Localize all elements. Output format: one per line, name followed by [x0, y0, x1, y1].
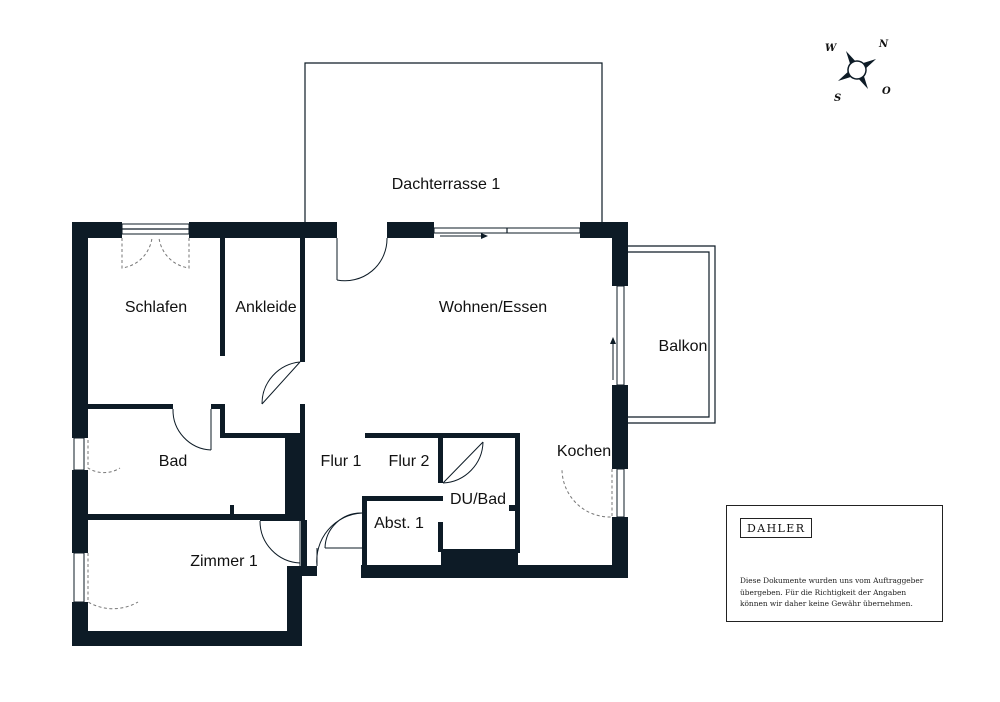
- label-dubad: DU/Bad: [450, 491, 506, 508]
- label-wohnen: Wohnen/Essen: [439, 299, 547, 316]
- compass-rose-icon: [837, 50, 877, 90]
- label-flur1: Flur 1: [321, 453, 362, 470]
- disclaimer-text: Diese Dokumente wurden uns vom Auftragge…: [740, 575, 940, 610]
- compass-w: W: [825, 43, 838, 54]
- label-abst: Abst. 1: [374, 515, 424, 532]
- terrace-outline: [304, 62, 603, 223]
- label-bad: Bad: [159, 453, 187, 470]
- windows: [73, 223, 625, 603]
- label-dachterrasse: Dachterrasse 1: [392, 176, 501, 193]
- label-kochen: Kochen: [557, 443, 611, 460]
- disclaimer-box: DAHLER Diese Dokumente wurden uns vom Au…: [726, 505, 943, 622]
- exterior-walls: [72, 222, 628, 646]
- label-zimmer: Zimmer 1: [190, 553, 258, 570]
- brand-logo: DAHLER: [740, 518, 813, 538]
- compass-n: N: [878, 39, 889, 50]
- door-swings: [87, 237, 613, 610]
- disclaimer-line: Diese Dokumente wurden uns vom Auftragge…: [740, 576, 924, 585]
- label-ankleide: Ankleide: [235, 299, 296, 316]
- label-schlafen: Schlafen: [125, 299, 187, 316]
- disclaimer-line: übergeben. Für die Richtigkeit der Angab…: [740, 587, 907, 597]
- sliding-door-arrows: [440, 233, 616, 380]
- balcony-outline: [628, 245, 716, 424]
- disclaimer-line: können wir daher keine Gewähr übernehmen…: [740, 599, 913, 609]
- balcony-inner-outline: [628, 251, 710, 418]
- compass-o: O: [882, 86, 891, 97]
- compass-s: S: [834, 93, 841, 104]
- interior-walls: [88, 238, 520, 578]
- label-balkon: Balkon: [659, 338, 708, 355]
- label-flur2: Flur 2: [389, 453, 430, 470]
